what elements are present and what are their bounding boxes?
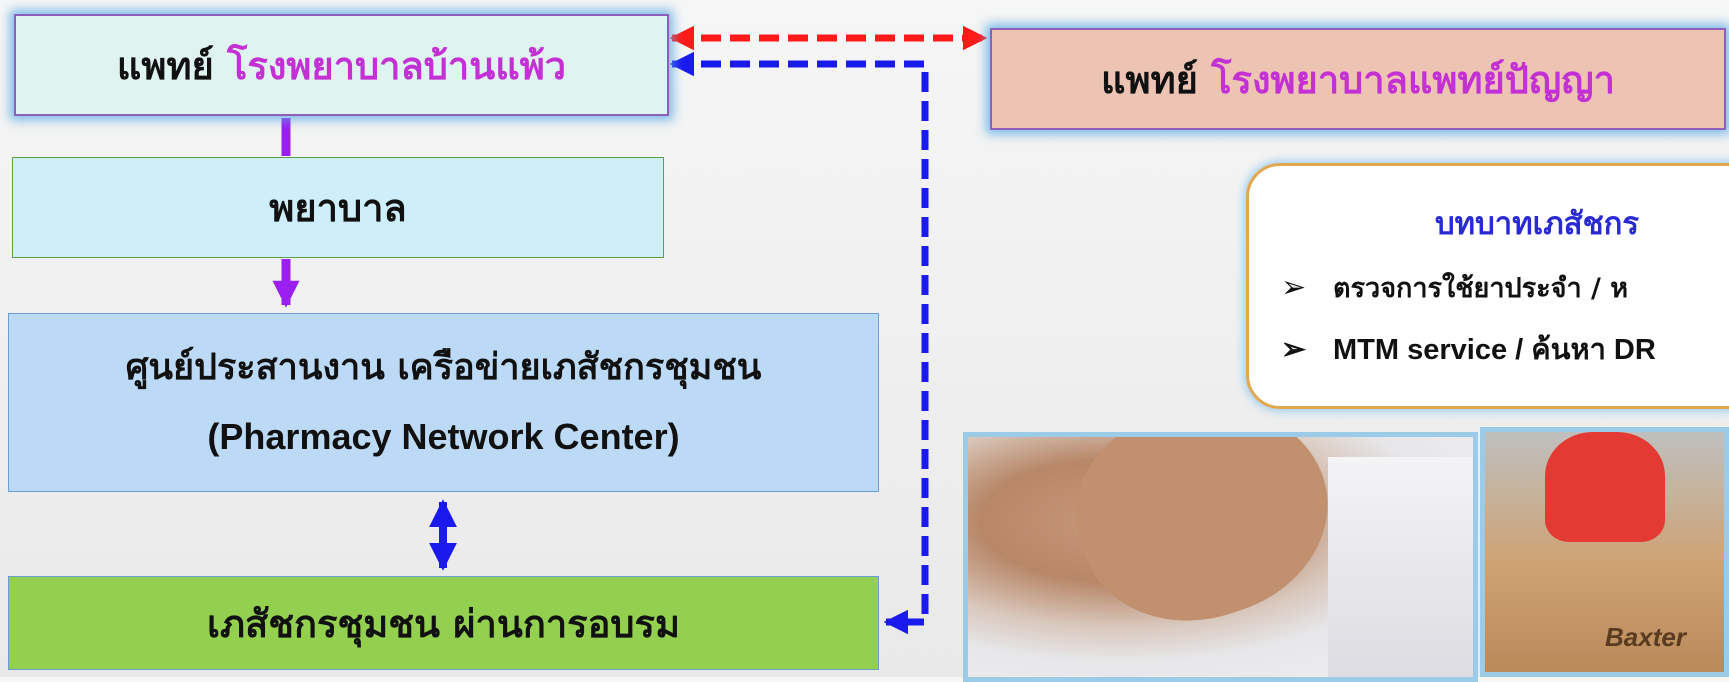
nurse-box: พยาบาล (12, 157, 664, 258)
arrow-bullet-icon: ➢ (1281, 270, 1307, 305)
nurse-label: พยาบาล (269, 186, 407, 230)
doctor-role-label: แพทย์ (116, 43, 214, 88)
arrow-bullet-icon: ➢ (1281, 333, 1307, 366)
center-label-en: (Pharmacy Network Center) (207, 415, 680, 457)
doctor-paetpanya-box: แพทย์ โรงพยาบาลแพทย์ปัญญา (990, 28, 1726, 130)
doctor-banpaeo-box: แพทย์ โรงพยาบาลบ้านแพ้ว (14, 14, 669, 116)
role-item: ➢ ตรวจการใช้ยาประจำ / ห (1281, 266, 1628, 309)
hospital-banpaeo-label: โรงพยาบาลบ้านแพ้ว (227, 43, 567, 88)
patient-leg-photo (963, 432, 1478, 682)
center-label-th: ศูนย์ประสานงาน เครือข่ายเภสัชกรชุมชน (125, 347, 762, 389)
hospital-paetpanya-label: โรงพยาบาลแพทย์ปัญญา (1211, 57, 1615, 102)
role-item: ➢ MTM service / ค้นหา DR (1281, 326, 1656, 372)
volunteer-label: เภสัชกรชุมชน ผ่านการอบรม (206, 601, 680, 646)
role-item-text: ตรวจการใช้ยาประจำ / ห (1333, 273, 1629, 304)
pharmacy-network-center-box: ศูนย์ประสานงาน เครือข่ายเภสัชกรชุมชน (Ph… (8, 313, 879, 492)
role-item-text: MTM service / ค้นหา DR (1333, 334, 1656, 366)
arrow-doctor-volunteer (669, 51, 929, 635)
community-pharmacist-box: เภสัชกรชุมชน ผ่านการอบรม (8, 576, 879, 670)
role-panel-title: บทบาทเภสัชกร (1435, 206, 1640, 242)
pharmacist-role-panel: บทบาทเภสัชกร ➢ ตรวจการใช้ยาประจำ / ห ➢ MTM… (1246, 163, 1729, 409)
doctor-role-label-2: แพทย์ (1101, 57, 1198, 102)
medical-supply-boxes-photo (1480, 427, 1729, 677)
